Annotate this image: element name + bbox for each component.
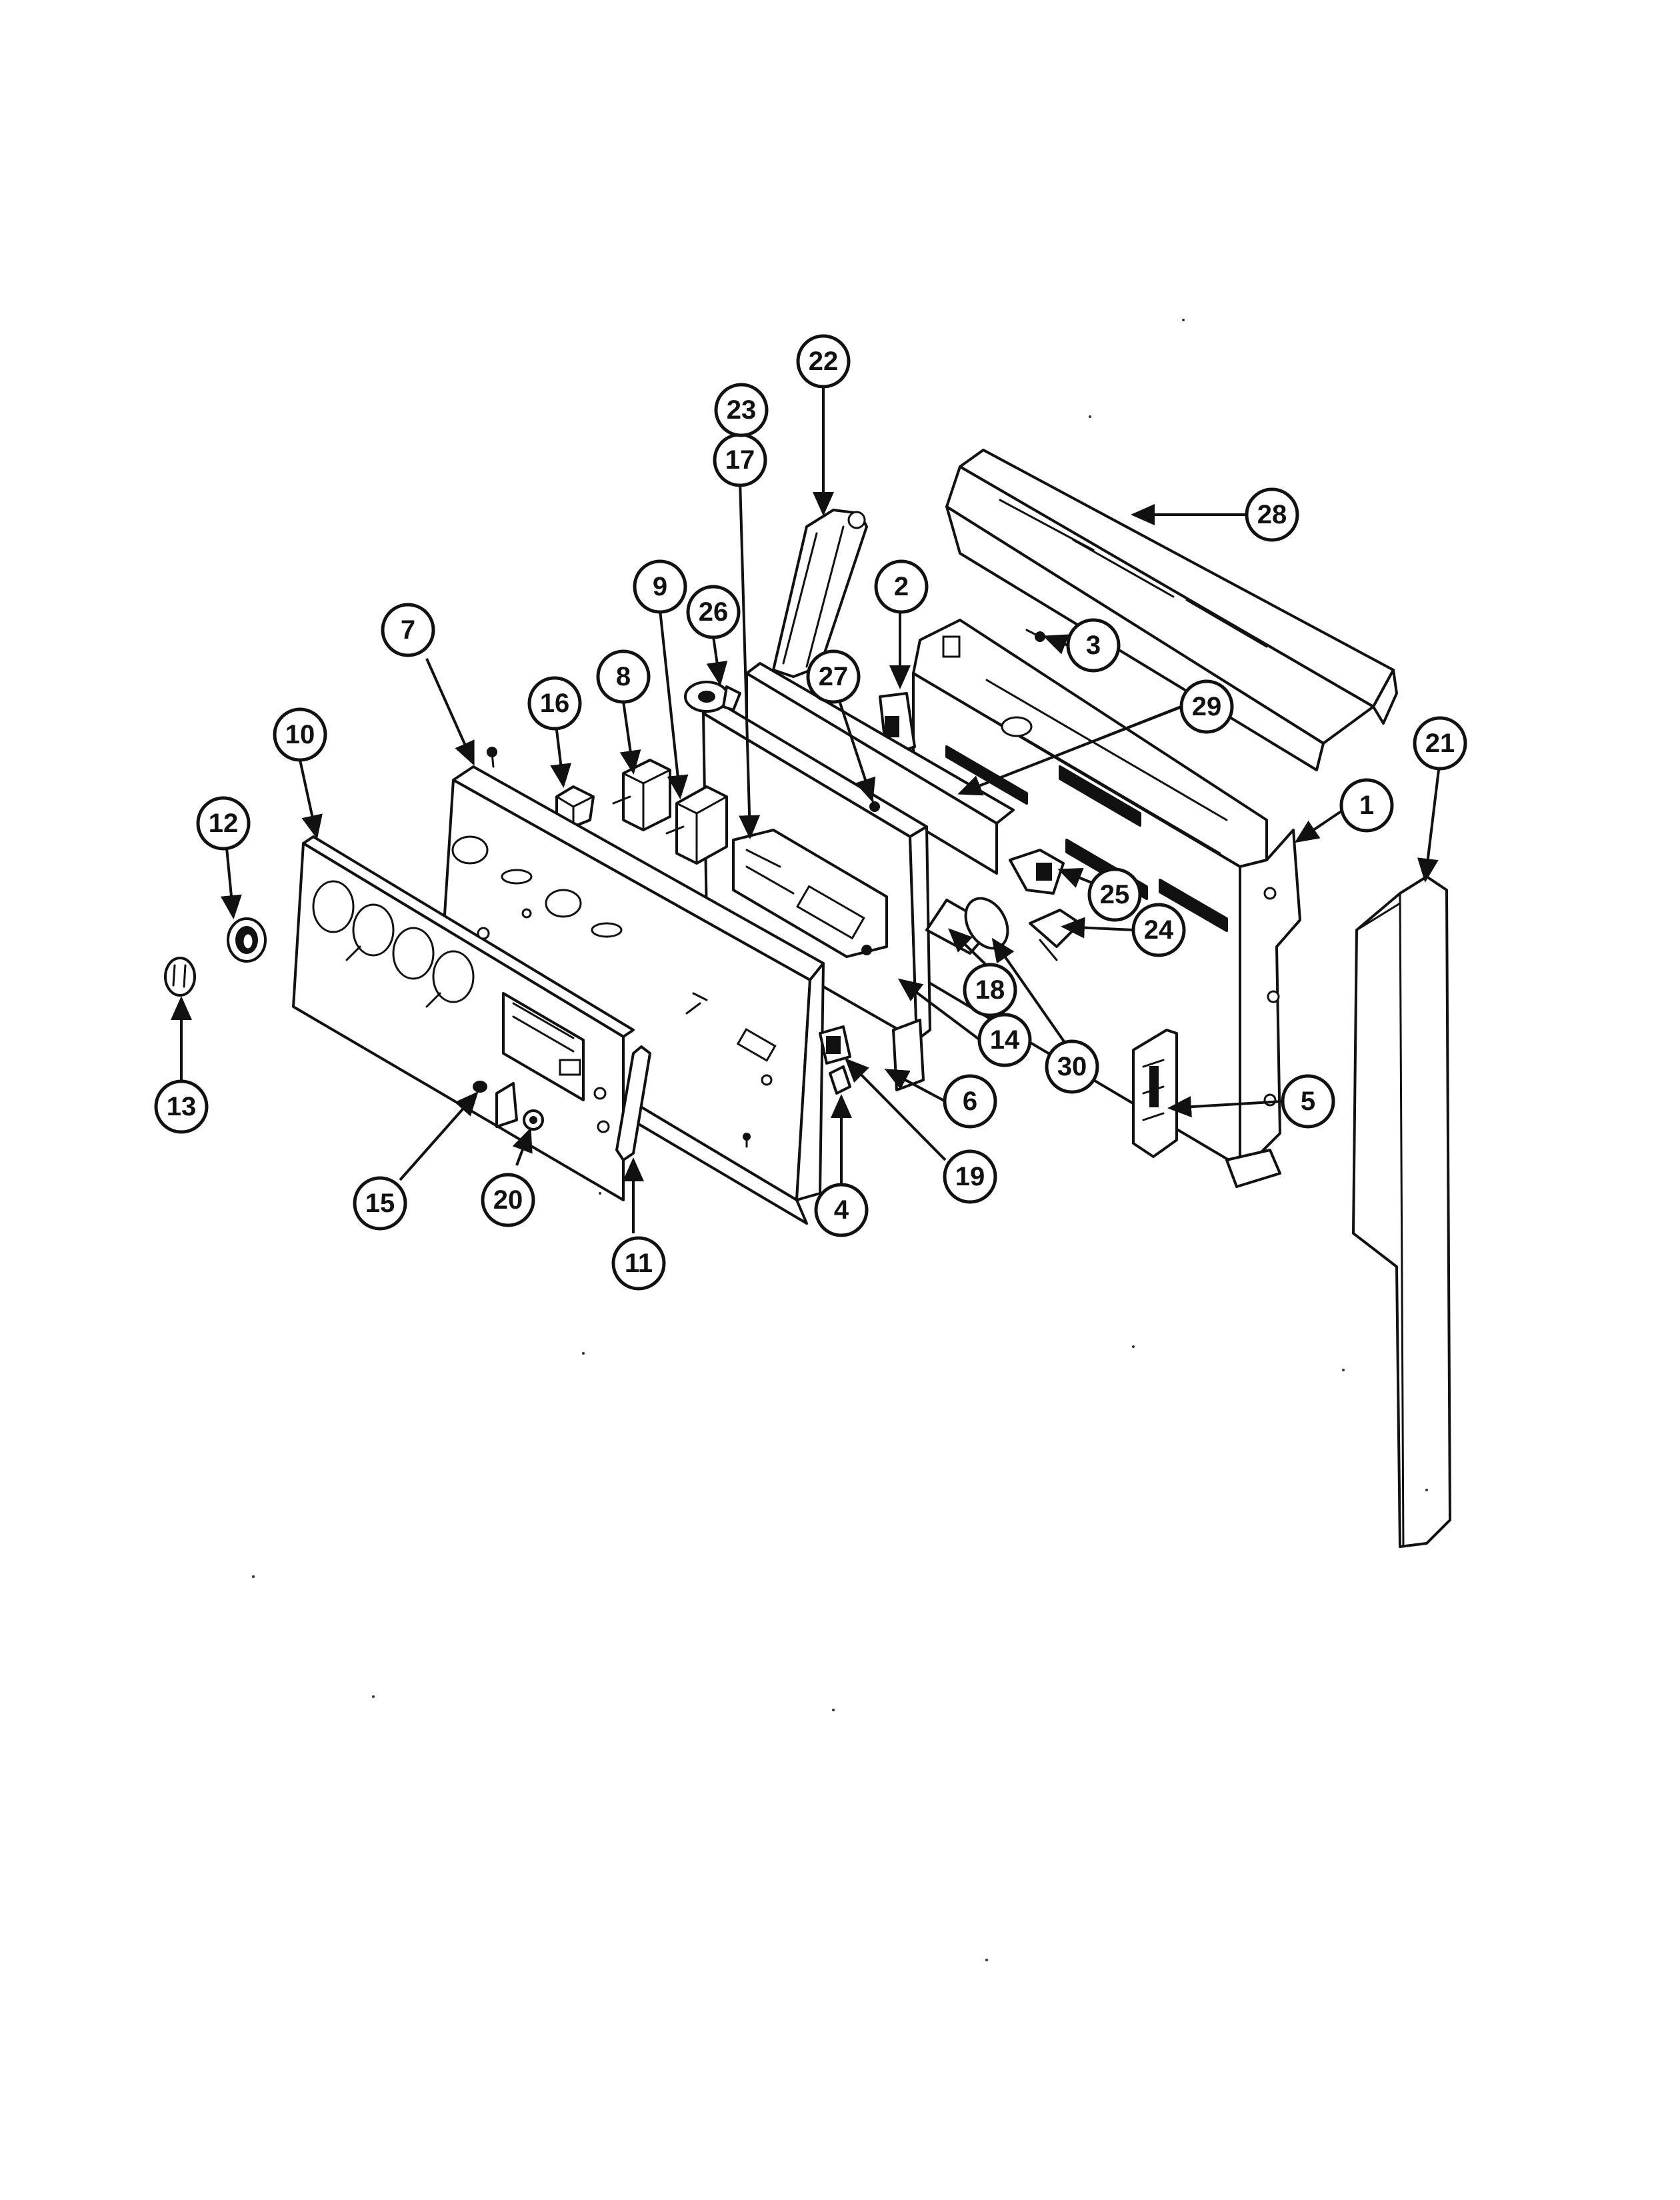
callout-1-label: 1	[1359, 791, 1374, 820]
callout-22: 22	[796, 334, 851, 389]
part-6-end-trim	[892, 1019, 925, 1091]
callout-19-label: 19	[955, 1162, 985, 1191]
callout-22-label: 22	[809, 347, 839, 376]
part-12-knob-skirt	[227, 917, 267, 963]
callout-14-label: 14	[990, 1025, 1020, 1055]
callout-15: 15	[353, 1176, 407, 1231]
part-7-screw	[487, 747, 497, 768]
callout-13-label: 13	[167, 1092, 197, 1121]
callout-16: 16	[527, 676, 582, 731]
callout-10: 10	[273, 707, 327, 762]
callout-5-label: 5	[1301, 1087, 1315, 1116]
scan-specks	[252, 319, 1428, 1961]
callout-21-label: 21	[1425, 729, 1455, 758]
leader-lines	[171, 387, 1440, 1233]
callout-28-label: 28	[1257, 500, 1287, 529]
callout-13: 13	[154, 1079, 209, 1134]
callout-25: 25	[1087, 867, 1142, 922]
callout-23: 23	[714, 383, 769, 437]
callout-30: 30	[1045, 1039, 1099, 1094]
callout-19: 19	[943, 1149, 997, 1204]
callout-6: 6	[943, 1074, 997, 1129]
callout-24: 24	[1131, 903, 1186, 957]
callout-28: 28	[1245, 487, 1299, 542]
callout-5: 5	[1281, 1074, 1335, 1129]
part-15-small-knob	[473, 1081, 518, 1128]
callout-29: 29	[1179, 679, 1234, 734]
callout-27: 27	[806, 649, 861, 704]
callout-11: 11	[611, 1236, 666, 1291]
part-13-control-knob	[164, 957, 196, 997]
loose-screw	[743, 1133, 751, 1148]
callout-2: 2	[874, 559, 929, 614]
part-30-cylinder	[925, 897, 1009, 955]
callout-8: 8	[596, 649, 651, 704]
callout-17: 17	[713, 433, 767, 487]
callout-6-label: 6	[963, 1087, 977, 1116]
part-8-switch	[612, 759, 671, 831]
callout-4-label: 4	[834, 1195, 849, 1225]
callout-3: 3	[1066, 618, 1121, 673]
callout-18-label: 18	[975, 975, 1005, 1005]
callout-18: 18	[963, 963, 1017, 1017]
part-5-mounting-bracket	[1132, 1029, 1178, 1158]
part-26-cap	[684, 681, 741, 713]
callout-26: 26	[686, 585, 741, 639]
part-19-clip	[819, 1025, 851, 1065]
callout-23-label: 23	[727, 395, 757, 425]
callout-20: 20	[481, 1173, 535, 1227]
callout-21: 21	[1413, 716, 1467, 771]
callouts: 1 2 3 4 5 6 7 8	[154, 334, 1467, 1291]
callout-7-label: 7	[401, 615, 415, 645]
callout-26-label: 26	[699, 597, 729, 627]
callout-16-label: 16	[540, 689, 570, 718]
callout-12: 12	[196, 796, 251, 851]
callout-27-label: 27	[819, 662, 849, 691]
callout-12-label: 12	[209, 809, 239, 838]
part-17-display-board	[732, 829, 888, 958]
callout-3-label: 3	[1086, 631, 1101, 660]
callout-11-label: 11	[625, 1249, 653, 1278]
callout-8-label: 8	[616, 662, 631, 691]
callout-29-label: 29	[1192, 692, 1222, 721]
callout-30-label: 30	[1057, 1052, 1087, 1081]
parts-layer	[164, 319, 1451, 1961]
callout-14: 14	[977, 1013, 1032, 1067]
callout-17-label: 17	[725, 445, 755, 475]
callout-25-label: 25	[1100, 880, 1130, 909]
callout-4: 4	[814, 1183, 869, 1237]
callout-20-label: 20	[493, 1185, 523, 1215]
part-4-clip	[829, 1065, 851, 1095]
part-21-side-trim	[1352, 875, 1451, 1548]
part-20-button	[523, 1109, 544, 1131]
part-22-strap	[772, 509, 868, 678]
callout-7: 7	[381, 603, 435, 657]
part-11-trim-strip	[615, 1045, 651, 1161]
callout-1: 1	[1339, 778, 1394, 833]
callout-15-label: 15	[365, 1189, 395, 1218]
callout-9: 9	[633, 559, 687, 614]
callout-2-label: 2	[894, 572, 909, 601]
part-10-faceplate	[292, 835, 635, 1201]
callout-10-label: 10	[285, 720, 315, 749]
callout-9-label: 9	[653, 572, 667, 601]
callout-24-label: 24	[1144, 915, 1174, 945]
part-3-screw	[1025, 629, 1045, 642]
part-9-switch	[665, 785, 728, 865]
